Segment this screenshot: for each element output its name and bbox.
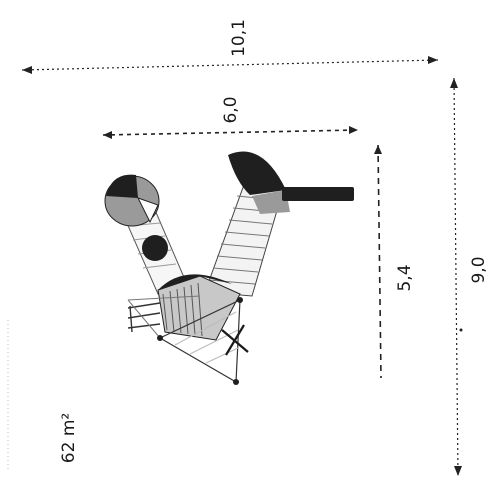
inner-depth-dimension [374,144,382,379]
inner-width-dimension [102,126,359,139]
slide-hood [228,151,286,195]
outer-width-label: 10,1 [229,19,249,57]
cross-mark [221,324,249,356]
slide-handle-bar [282,187,354,201]
outer-depth-label: 9,0 [469,256,487,283]
long-slide [204,151,354,297]
tower-platform [157,274,241,341]
tower-ladder [127,302,161,333]
outer-depth-dimension [450,77,462,477]
short-slide [104,174,187,295]
area-label: 62 m² [59,413,79,463]
inner-width-label: 6,0 [221,96,241,123]
outer-width-dimension [21,56,439,74]
inner-depth-label: 5,4 [395,264,415,291]
triangle-net-base [127,295,249,385]
climbing-ball [142,235,168,261]
